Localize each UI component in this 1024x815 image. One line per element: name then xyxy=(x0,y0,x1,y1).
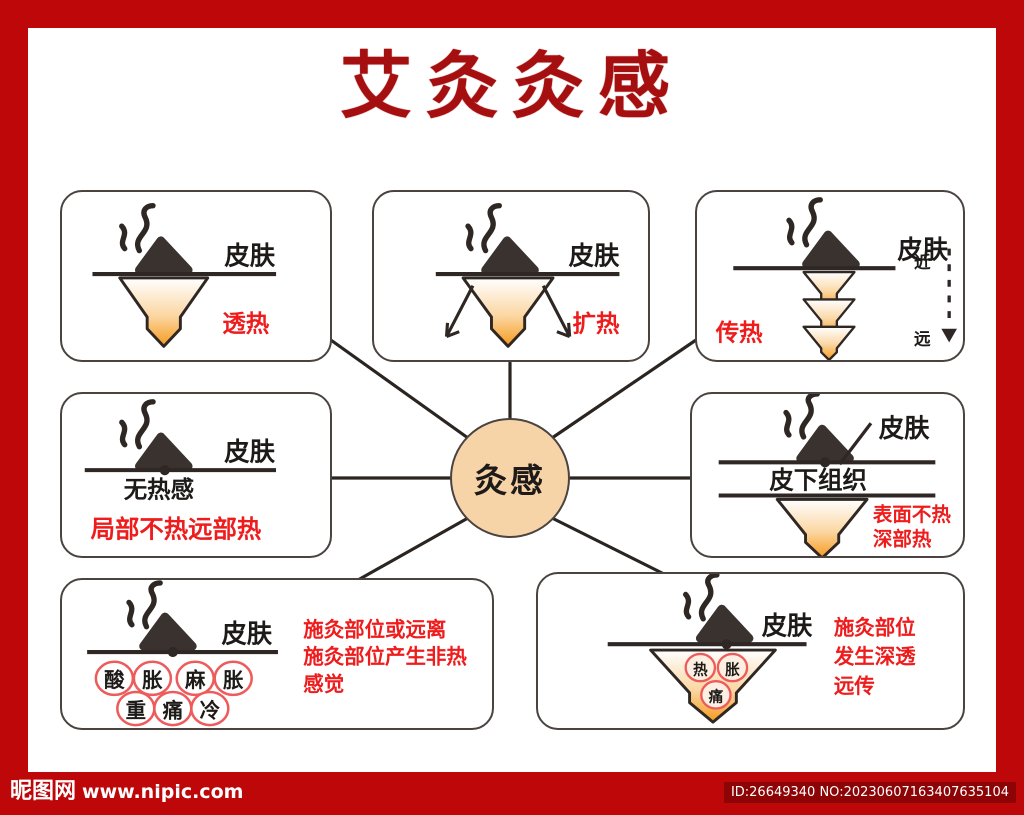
moxa-cone-icon xyxy=(134,236,193,275)
skin-label: 皮肤 xyxy=(224,240,275,270)
sensation-label: 重 xyxy=(126,698,146,722)
skin-label: 皮肤 xyxy=(224,436,275,466)
far-label: 远 xyxy=(914,329,931,348)
skin-label: 皮肤 xyxy=(222,619,273,648)
sensation-label: 痛 xyxy=(708,688,724,706)
node-wu-re-gan[interactable]: 皮肤 无热感 局部不热远部热 xyxy=(60,392,332,558)
smoke-icon xyxy=(119,399,156,450)
keyword-line-2: 深部热 xyxy=(873,527,932,550)
node-chuan-re[interactable]: 皮肤 传热 近 远 xyxy=(695,190,965,362)
sensation-bubble-row-1: 酸 胀 麻 胀 xyxy=(94,660,253,697)
moxa-cone-icon xyxy=(135,432,193,471)
sub-label: 无热感 xyxy=(124,475,194,503)
moxa-cone-icon xyxy=(139,612,197,651)
acupoint-dot-icon xyxy=(167,646,178,658)
sensation-label: 胀 xyxy=(223,668,244,692)
skin-label: 皮肤 xyxy=(897,234,948,264)
near-far-dashed-arrow-icon xyxy=(941,248,957,343)
sensation-label: 热 xyxy=(693,660,708,678)
page-title: 艾灸灸感 xyxy=(339,43,684,128)
connector-lines xyxy=(326,336,698,582)
keyword-line-1: 表面不热 xyxy=(872,503,952,526)
node-shen-tou-yuan-chuan[interactable]: 皮肤 热 胀 痛 施灸部位 发 xyxy=(536,572,965,730)
asset-id-badge: ID:26649340 NO:20230607163407635104 xyxy=(723,782,1016,803)
heat-arrow-icon xyxy=(775,497,869,556)
skin-label: 皮肤 xyxy=(762,610,813,640)
keyword-line-2: 发生深透 xyxy=(833,645,916,669)
node-kuo-re[interactable]: 皮肤 扩热 xyxy=(372,190,650,362)
sensation-bubble-row-2: 重 痛 冷 xyxy=(116,690,230,727)
keyword-label: 透热 xyxy=(222,310,269,338)
moxa-cone-icon xyxy=(481,236,539,275)
acupoint-dot-icon xyxy=(819,457,831,468)
moxa-cone-icon xyxy=(796,424,854,463)
smoke-icon xyxy=(465,202,502,254)
node-tou-re[interactable]: 皮肤 透热 xyxy=(60,190,332,362)
diffusion-arrows-icon xyxy=(444,285,572,339)
keyword-line-3: 远传 xyxy=(834,674,875,698)
heat-arrow-icon xyxy=(461,276,555,348)
sensation-label: 冷 xyxy=(200,698,221,722)
center-hub[interactable]: 灸感 xyxy=(450,418,570,538)
footer-bar: 昵图网 www.nipic.com ID:26649340 NO:2023060… xyxy=(0,772,1024,815)
acupoint-dot-icon xyxy=(721,639,732,650)
keyword-line-2: 施灸部位产生非热 xyxy=(303,645,467,669)
heat-chevrons-icon xyxy=(802,270,856,360)
smoke-icon xyxy=(126,580,163,630)
brand[interactable]: 昵图网 www.nipic.com xyxy=(10,781,243,803)
hub-label: 灸感 xyxy=(474,461,546,500)
near-label: 近 xyxy=(914,252,931,272)
smoke-icon xyxy=(683,574,720,622)
sensation-bubbles-in-arrow: 热 胀 痛 xyxy=(684,652,749,710)
moxa-cone-icon xyxy=(802,230,860,269)
moxa-cone-icon xyxy=(695,604,754,643)
sensation-label: 胀 xyxy=(725,661,740,678)
sensation-label: 痛 xyxy=(163,698,183,722)
node-shen-bu-re[interactable]: 皮肤 皮下组织 表面不热 深部热 xyxy=(690,392,965,558)
node-fei-re-gan-jue[interactable]: 皮肤 酸 胀 麻 胀 重 痛 xyxy=(60,578,494,730)
tissue-label: 皮下组织 xyxy=(769,466,867,495)
skin-label: 皮肤 xyxy=(879,413,930,443)
heat-arrow-icon xyxy=(118,276,210,348)
sensation-label: 胀 xyxy=(142,668,163,692)
skin-label: 皮肤 xyxy=(569,240,620,270)
brand-url: www.nipic.com xyxy=(82,781,244,803)
smoke-icon xyxy=(119,202,156,254)
keyword-line-1: 施灸部位 xyxy=(834,615,916,639)
keyword-label: 局部不热远部热 xyxy=(91,514,262,543)
sensation-label: 酸 xyxy=(104,668,125,692)
smoke-icon xyxy=(786,197,823,248)
acupoint-dot-icon xyxy=(159,465,170,476)
keyword-line-3: 感觉 xyxy=(303,672,344,696)
keyword-label: 传热 xyxy=(715,318,763,346)
keyword-line-1: 施灸部位或远离 xyxy=(303,617,446,641)
sensation-label: 麻 xyxy=(184,668,206,692)
skin-leader-line xyxy=(838,422,873,466)
smoke-icon xyxy=(783,394,820,440)
poster-canvas: 艾灸灸感 xyxy=(28,28,996,772)
brand-name-cn: 昵图网 xyxy=(10,779,77,804)
keyword-label: 扩热 xyxy=(573,310,620,338)
